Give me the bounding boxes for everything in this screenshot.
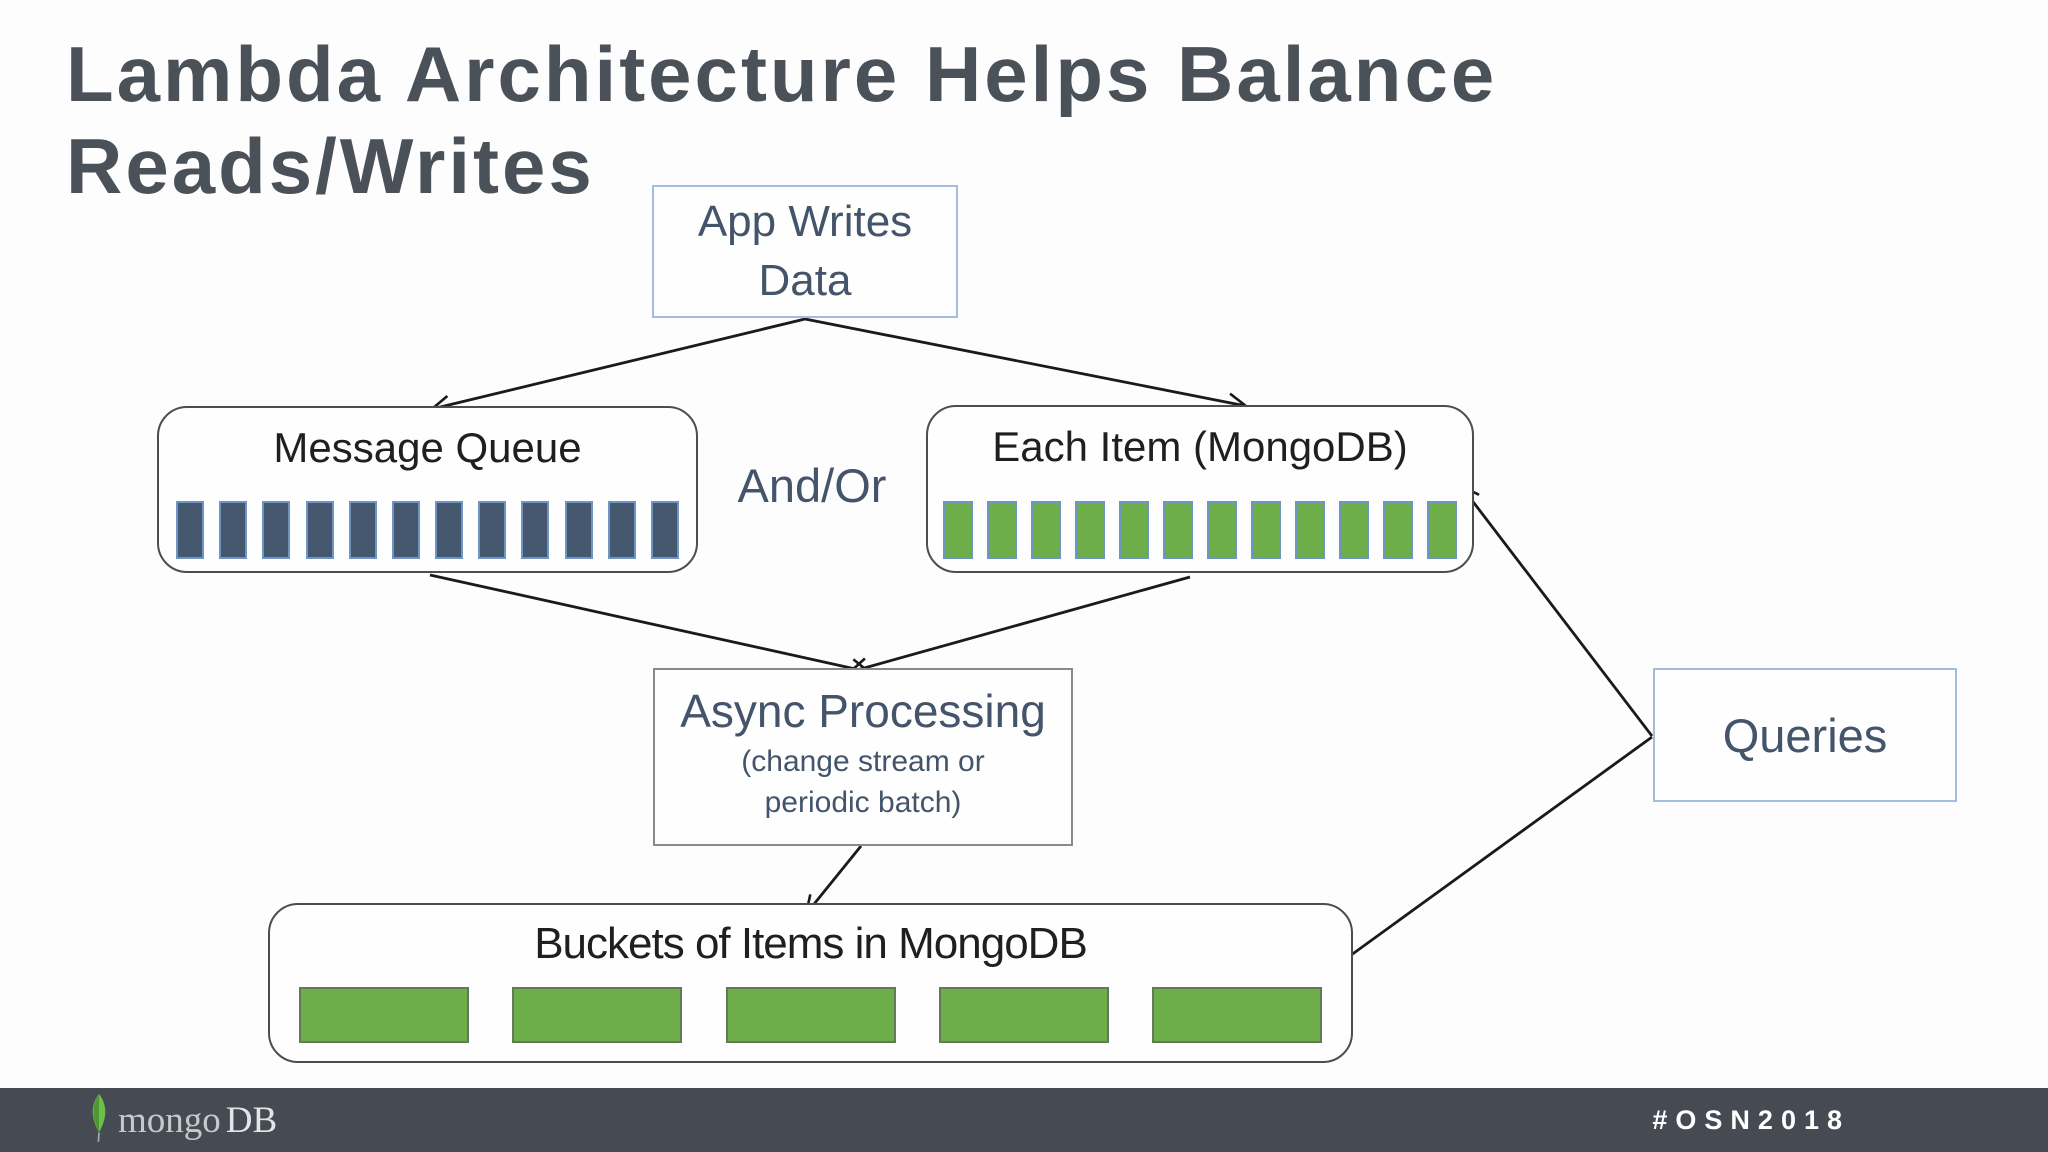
- footer-bar: mongo DB #OSN2018: [0, 1088, 2048, 1152]
- item-bar: [1295, 501, 1325, 559]
- arrow-queries-to-buckets: [1304, 735, 1653, 989]
- item-bar: [943, 501, 973, 559]
- queue-item-bar: [521, 501, 550, 559]
- queue-item-bar: [262, 501, 291, 559]
- queue-item-bar: [348, 501, 377, 559]
- queue-item-bar: [219, 501, 248, 559]
- node-message-queue: Message Queue: [157, 406, 698, 573]
- arrow-messagequeue-to-async: [429, 573, 872, 679]
- mongodb-logo: mongo DB: [86, 1094, 278, 1145]
- item-bar: [1119, 501, 1149, 559]
- node-async-processing-sublabel: (change stream or periodic batch): [741, 745, 985, 819]
- bucket-bar: [512, 987, 683, 1043]
- item-bar: [1427, 501, 1457, 559]
- bucket-bar: [299, 987, 469, 1043]
- each-item-bars: [928, 501, 1472, 559]
- item-bar: [1251, 501, 1281, 559]
- logo-text-db: DB: [225, 1099, 278, 1141]
- item-bar: [1383, 501, 1413, 559]
- mongodb-leaf-icon: [92, 1094, 106, 1142]
- bucket-bar: [938, 987, 1109, 1043]
- queue-item-bar: [435, 501, 464, 559]
- node-app-writes: App Writes Data: [652, 185, 958, 318]
- queue-item-bar: [176, 501, 204, 559]
- item-bar: [1075, 501, 1105, 559]
- node-buckets-label: Buckets of Items in MongoDB: [534, 919, 1088, 968]
- slide-title: Lambda Architecture Helps Balance Reads/…: [66, 30, 1498, 211]
- item-bar: [1339, 501, 1369, 559]
- bucket-bars: [270, 987, 1351, 1043]
- node-each-item-label: Each Item (MongoDB): [992, 423, 1408, 470]
- queue-item-bar: [650, 501, 679, 559]
- message-queue-bars: [159, 501, 696, 559]
- item-bar: [1163, 501, 1193, 559]
- arrow-queries-to-eachitem: [1459, 483, 1654, 737]
- node-queries: Queries: [1653, 668, 1957, 802]
- logo-text-mongo: mongo: [118, 1099, 221, 1141]
- arrow-eachitem-to-async: [847, 575, 1191, 678]
- queue-item-bar: [564, 501, 593, 559]
- queue-item-bar: [305, 501, 334, 559]
- arrow-appwrites-to-messagequeue: [429, 317, 806, 415]
- item-bar: [987, 501, 1017, 559]
- bucket-bar: [1152, 987, 1322, 1043]
- arrow-appwrites-to-eachitem: [804, 317, 1249, 413]
- node-buckets: Buckets of Items in MongoDB: [268, 903, 1353, 1063]
- queue-item-bar: [478, 501, 507, 559]
- event-hashtag: #OSN2018: [1652, 1104, 1850, 1135]
- bucket-bar: [725, 987, 896, 1043]
- queue-item-bar: [607, 501, 636, 559]
- item-bar: [1207, 501, 1237, 559]
- queue-item-bar: [391, 501, 420, 559]
- node-app-writes-label: App Writes Data: [697, 197, 913, 305]
- arrow-async-to-buckets: [804, 845, 863, 917]
- node-message-queue-label: Message Queue: [273, 424, 582, 471]
- node-each-item: Each Item (MongoDB): [926, 405, 1474, 573]
- node-queries-label: Queries: [1722, 708, 1888, 762]
- and-or-label: And/Or: [737, 459, 887, 512]
- node-async-processing-label: Async Processing: [680, 685, 1046, 737]
- node-async-processing: Async Processing (change stream or perio…: [653, 668, 1073, 846]
- item-bar: [1031, 501, 1061, 559]
